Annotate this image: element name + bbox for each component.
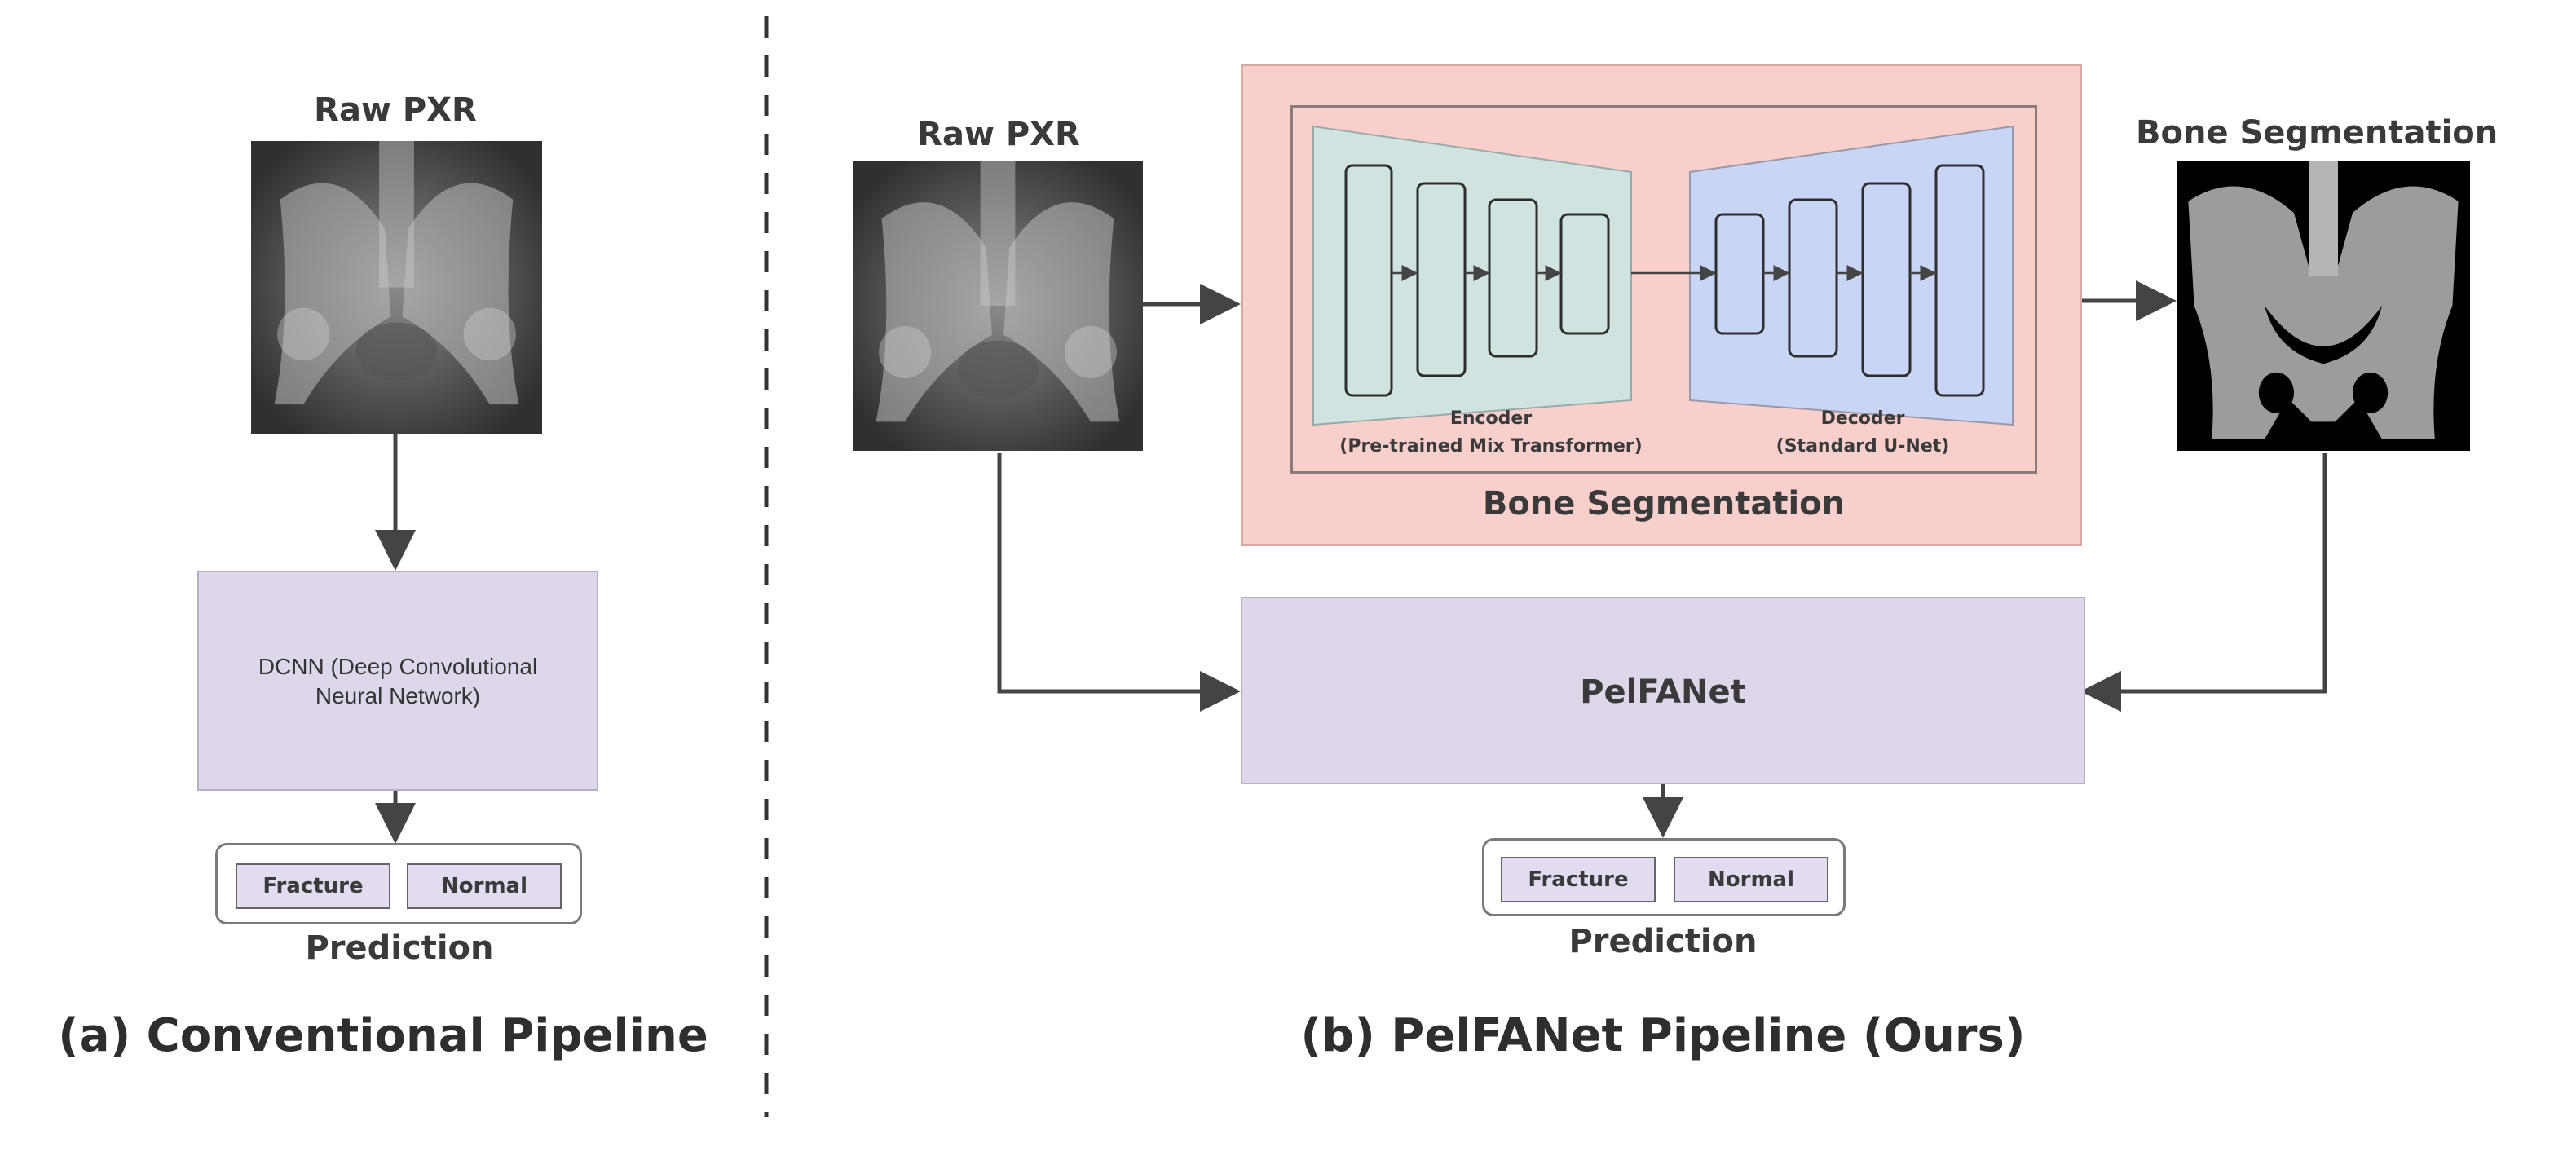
left-prediction-fracture: Fracture bbox=[236, 863, 390, 909]
encoder-decoder-frame bbox=[1290, 105, 2037, 474]
encoder-label-line2: (Pre-trained Mix Transformer) bbox=[1339, 436, 1643, 457]
left-raw-pxr-image bbox=[251, 141, 542, 434]
right-prediction-label: Prediction bbox=[1568, 923, 1758, 960]
right-raw-pxr-image bbox=[853, 161, 1143, 451]
left-prediction-label: Prediction bbox=[305, 929, 494, 967]
bone-segmentation-title: Bone Segmentation bbox=[2136, 114, 2499, 152]
bone-segmentation-image bbox=[2177, 161, 2470, 451]
arrow-xray-to-pelfanet bbox=[997, 453, 1241, 712]
right-caption: (b) PelFANet Pipeline (Ours) bbox=[1300, 1009, 2026, 1062]
decoder-label-line2: (Standard U-Net) bbox=[1775, 436, 1950, 457]
left-caption: (a) Conventional Pipeline bbox=[58, 1009, 708, 1062]
right-input-title: Raw PXR bbox=[917, 116, 1080, 153]
encoder-decoder-diagram bbox=[1312, 125, 2014, 426]
segmentation-block-title: Bone Segmentation bbox=[1482, 485, 1846, 523]
panel-divider bbox=[764, 16, 769, 1117]
pelfanet-label: PelFANet bbox=[1580, 673, 1746, 711]
bone-segmentation-block: Encoder (Pre-trained Mix Transformer) De… bbox=[1241, 64, 2082, 546]
pelfanet-block: PelFANet bbox=[1241, 597, 2085, 784]
decoder-label-line1: Decoder bbox=[1820, 408, 1905, 429]
left-input-title: Raw PXR bbox=[314, 91, 477, 129]
arrow-bone-to-pelfanet bbox=[2080, 453, 2327, 712]
right-prediction-box: Fracture Normal bbox=[1482, 838, 1846, 916]
decoder-trapezoid bbox=[1689, 125, 2014, 426]
dcnn-label: DCNN (Deep Convolutional Neural Network) bbox=[258, 654, 538, 708]
left-prediction-normal: Normal bbox=[407, 863, 562, 909]
right-prediction-normal: Normal bbox=[1674, 857, 1828, 902]
right-prediction-fracture: Fracture bbox=[1501, 857, 1656, 902]
encoder-label: Encoder (Pre-trained Mix Transformer) bbox=[1320, 405, 1662, 461]
encoder-block-1 bbox=[1344, 164, 1393, 397]
encoder-trapezoid bbox=[1312, 125, 1632, 426]
decoder-label: Decoder (Standard U-Net) bbox=[1700, 405, 2026, 461]
left-prediction-box: Fracture Normal bbox=[215, 843, 582, 924]
encoder-label-line1: Encoder bbox=[1449, 408, 1533, 429]
dcnn-block: DCNN (Deep Convolutional Neural Network) bbox=[197, 571, 598, 791]
